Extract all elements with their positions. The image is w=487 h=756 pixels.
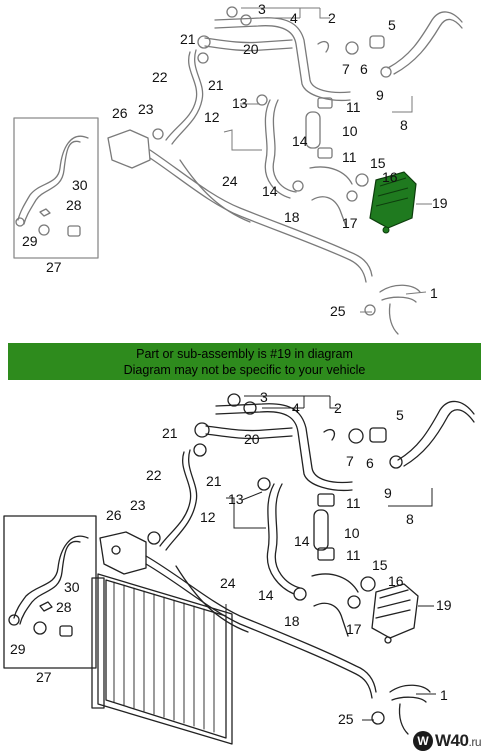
callout-11-upper: 11 bbox=[346, 495, 361, 511]
callout-13: 13 bbox=[228, 491, 244, 507]
callout-21-lower: 21 bbox=[208, 77, 224, 93]
callout-17: 18 bbox=[284, 209, 300, 225]
callout-9: 9 bbox=[376, 87, 384, 103]
callout-30: 30 bbox=[64, 579, 80, 595]
logo-text: W40.ru bbox=[435, 731, 481, 751]
callout-28: 28 bbox=[56, 599, 72, 615]
callout-21-upper: 21 bbox=[180, 31, 196, 47]
callout-6: 6 bbox=[360, 61, 368, 77]
callout-1: 1 bbox=[430, 285, 438, 301]
callout-21-lower: 21 bbox=[206, 473, 222, 489]
banner-line-1: Part or sub-assembly is #19 in diagram bbox=[136, 347, 353, 361]
callout-19: 19 bbox=[432, 195, 448, 211]
callout-15: 15 bbox=[372, 557, 388, 573]
callout-21-upper: 21 bbox=[162, 425, 178, 441]
parts-diagram-bottom-svg: 3 4 2 5 21 20 7 6 22 21 9 13 11 23 26 12… bbox=[3, 389, 475, 745]
callout-24: 24 bbox=[220, 575, 236, 591]
callout-7: 7 bbox=[346, 453, 354, 469]
callout-10: 10 bbox=[342, 123, 358, 139]
callout-22: 22 bbox=[152, 69, 168, 85]
callout-19: 19 bbox=[436, 597, 452, 613]
parts-diagram-full: 3 4 2 5 21 20 7 6 22 21 9 13 11 23 26 12… bbox=[0, 388, 487, 756]
callout-3: 3 bbox=[260, 389, 268, 405]
logo-name: W40 bbox=[435, 731, 469, 750]
callout-29: 29 bbox=[10, 641, 26, 657]
callout-12: 12 bbox=[200, 509, 216, 525]
banner-line-2: Diagram may not be specific to your vehi… bbox=[123, 363, 366, 377]
callout-20: 20 bbox=[244, 431, 260, 447]
callout-25: 25 bbox=[330, 303, 346, 319]
callout-30: 30 bbox=[72, 177, 88, 193]
callout-26: 26 bbox=[106, 507, 122, 523]
callout-11-upper: 11 bbox=[346, 99, 361, 115]
callout-14-lower: 14 bbox=[258, 587, 274, 603]
callout-17: 18 bbox=[284, 613, 300, 629]
callout-25: 25 bbox=[338, 711, 354, 727]
callout-13: 13 bbox=[232, 95, 248, 111]
callout-27: 27 bbox=[46, 259, 62, 275]
callout-11-lower: 11 bbox=[346, 547, 361, 563]
callout-3: 3 bbox=[258, 1, 266, 17]
callout-6: 6 bbox=[366, 455, 374, 471]
callout-11-lower: 11 bbox=[342, 149, 357, 165]
callout-7: 7 bbox=[342, 61, 350, 77]
logo-mark-icon: W bbox=[413, 731, 434, 751]
callout-24: 24 bbox=[222, 173, 238, 189]
callout-20: 20 bbox=[243, 41, 259, 57]
callout-12: 12 bbox=[204, 109, 220, 125]
highlight-notice-banner: Part or sub-assembly is #19 in diagram D… bbox=[8, 343, 481, 380]
callout-10: 10 bbox=[344, 525, 360, 541]
part-19-oil-cooler-highlighted bbox=[369, 171, 417, 234]
callout-2: 2 bbox=[328, 10, 336, 26]
callout-4: 4 bbox=[292, 400, 300, 416]
callout-8: 8 bbox=[400, 117, 408, 133]
callout-29: 29 bbox=[22, 233, 38, 249]
callout-4: 4 bbox=[290, 10, 298, 26]
callout-22: 22 bbox=[146, 467, 162, 483]
callout-14-lower: 14 bbox=[262, 183, 278, 199]
callout-16: 16 bbox=[388, 573, 404, 589]
callout-18: 17 bbox=[342, 215, 358, 231]
callout-27: 27 bbox=[36, 669, 52, 685]
callout-5: 5 bbox=[388, 17, 396, 33]
parts-diagram-top-svg: 3 4 2 5 21 20 7 6 22 21 9 13 11 26 23 12… bbox=[13, 1, 463, 335]
logo-tld: .ru bbox=[468, 735, 481, 749]
callout-2: 2 bbox=[334, 400, 342, 416]
callout-8: 8 bbox=[406, 511, 414, 527]
callout-28: 28 bbox=[66, 197, 82, 213]
site-logo[interactable]: W W40.ru bbox=[413, 730, 481, 752]
callout-5: 5 bbox=[396, 407, 404, 423]
callout-26: 26 bbox=[112, 105, 128, 121]
callout-9: 9 bbox=[384, 485, 392, 501]
callout-23: 23 bbox=[138, 101, 154, 117]
callout-14-upper: 14 bbox=[294, 533, 310, 549]
callout-1: 1 bbox=[440, 687, 448, 703]
callout-15: 15 bbox=[370, 155, 386, 171]
callout-23: 23 bbox=[130, 497, 146, 513]
callout-18: 17 bbox=[346, 621, 362, 637]
callout-14-upper: 14 bbox=[292, 133, 308, 149]
callout-16: 16 bbox=[382, 169, 398, 185]
parts-diagram-highlighted: 3 4 2 5 21 20 7 6 22 21 9 13 11 26 23 12… bbox=[0, 0, 487, 340]
